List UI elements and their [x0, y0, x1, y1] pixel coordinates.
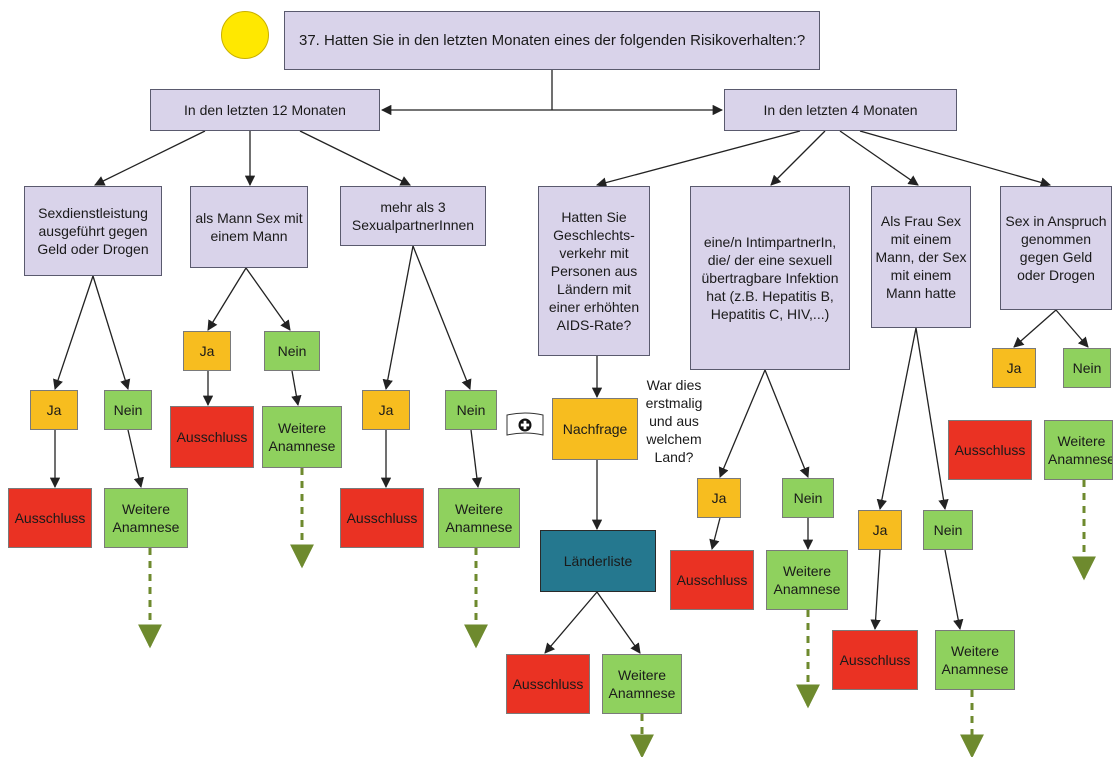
connector-arrow-24	[544, 591, 598, 654]
c1-ja-box: Ja	[30, 390, 78, 430]
c6-nein-box: Nein	[923, 510, 973, 550]
period-4-months-box: In den letzten 4 Monaten	[724, 89, 957, 131]
c2-ausschluss-box: Ausschluss	[170, 406, 254, 468]
sun-icon	[221, 11, 269, 59]
c3-ja-box: Ja	[362, 390, 410, 430]
connector-arrow-32	[870, 549, 881, 631]
connector-arrow-10	[53, 275, 94, 390]
c2-ja-box: Ja	[183, 331, 231, 371]
criterion-multiple-partners-box: mehr als 3 SexualpartnerInnen	[340, 186, 486, 246]
criterion-high-aids-countries-box: Hatten Sie Geschlechts-verkehr mit Perso…	[538, 186, 650, 356]
criterion-msm-box: als Mann Sex mit einem Mann	[190, 186, 308, 268]
c3-weitere-anamnese-box: Weitere Anamnese	[438, 488, 520, 548]
c5-ja-box: Ja	[697, 478, 741, 518]
connector-arrow-25	[596, 591, 641, 654]
criterion-woman-msm-partner-box: Als Frau Sex mit einem Mann, der Sex mit…	[871, 186, 971, 328]
c2-weitere-anamnese-box: Weitere Anamnese	[262, 406, 342, 468]
criterion-paid-sex-box: Sex in Anspruch genommen gegen Geld oder…	[1000, 186, 1112, 310]
connector-arrow-6	[595, 130, 801, 188]
connector-arrow-35	[1055, 309, 1089, 348]
connector-arrow-15	[245, 267, 291, 331]
c5-nein-box: Nein	[782, 478, 834, 518]
connector-arrow-11	[92, 275, 131, 390]
connector-arrow-13	[127, 429, 144, 489]
c7-ausschluss-box: Ausschluss	[948, 420, 1032, 480]
c5-weitere-anamnese-box: Weitere Anamnese	[766, 550, 848, 610]
connector-arrow-33	[944, 549, 964, 631]
connector-arrow-18	[382, 245, 414, 391]
connector-arrow-21	[470, 429, 483, 489]
connector-arrow-28	[709, 517, 721, 551]
c1-ausschluss-box: Ausschluss	[8, 488, 92, 548]
laenderliste-box: Länderliste	[540, 530, 656, 592]
connector-arrow-31	[915, 327, 949, 511]
connector-arrow-26	[718, 369, 766, 478]
nachfrage-note: War dies erstmalig und aus welchem Land?	[645, 377, 703, 465]
connector-arrow-14	[207, 267, 247, 331]
c4-ausschluss-box: Ausschluss	[506, 654, 590, 714]
c7-weitere-anamnese-box: Weitere Anamnese	[1044, 420, 1113, 480]
connector-arrow-3	[94, 130, 206, 186]
c1-nein-box: Nein	[104, 390, 152, 430]
question-box: 37. Hatten Sie in den letzten Monaten ei…	[284, 11, 820, 70]
connector-arrow-9	[859, 130, 1052, 188]
connector-arrow-19	[412, 245, 472, 390]
criterion-sex-work-box: Sexdienstleistung ausgeführt gegen Geld …	[24, 186, 162, 276]
c1-weitere-anamnese-box: Weitere Anamnese	[104, 488, 188, 548]
c2-nein-box: Nein	[264, 331, 320, 371]
swiss-flag-icon	[506, 412, 544, 436]
c3-ausschluss-box: Ausschluss	[340, 488, 424, 548]
c6-ausschluss-box: Ausschluss	[832, 630, 918, 690]
c4-weitere-anamnese-box: Weitere Anamnese	[602, 654, 682, 714]
criterion-sti-partner-box: eine/n IntimpartnerIn, die/ der eine sex…	[690, 186, 850, 370]
connector-arrow-17	[291, 370, 302, 407]
connector-arrow-8	[839, 130, 919, 186]
c6-ja-box: Ja	[858, 510, 902, 550]
connector-arrow-27	[764, 369, 810, 478]
c7-nein-box: Nein	[1063, 348, 1111, 388]
connector-arrow-34	[1013, 309, 1057, 348]
nachfrage-box: Nachfrage	[552, 398, 638, 460]
period-12-months-box: In den letzten 12 Monaten	[150, 89, 380, 131]
c3-nein-box: Nein	[445, 390, 497, 430]
connector-arrow-7	[770, 130, 826, 186]
connector-arrow-30	[876, 327, 917, 511]
connector-arrow-5	[299, 130, 411, 186]
c7-ja-box: Ja	[992, 348, 1036, 388]
c5-ausschluss-box: Ausschluss	[670, 550, 754, 610]
c6-weitere-anamnese-box: Weitere Anamnese	[935, 630, 1015, 690]
